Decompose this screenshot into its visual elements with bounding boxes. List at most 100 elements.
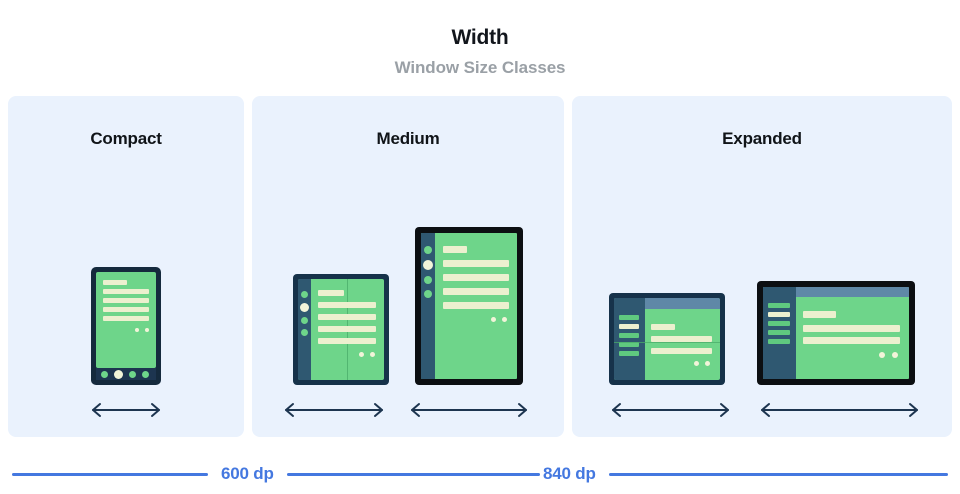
content-bar [803, 311, 836, 318]
rail-dot [301, 291, 308, 298]
rail-bar [619, 342, 639, 347]
double-arrow-icon [285, 403, 527, 417]
double-arrow-icon [92, 403, 160, 417]
content-bar [651, 336, 712, 342]
content-bar [443, 302, 509, 309]
device-tablet-portrait [415, 227, 523, 385]
content-bar [443, 246, 467, 253]
nav-dot [129, 371, 136, 378]
panel-expanded: Expanded [572, 96, 952, 437]
rail-bar [619, 315, 639, 320]
content-dot [694, 361, 699, 366]
rail-bar [768, 321, 790, 326]
content-bar [103, 307, 149, 312]
content-bar [651, 348, 712, 354]
device-screen [298, 279, 384, 380]
device-foldable-portrait [293, 274, 389, 385]
nav-dot [142, 371, 149, 378]
device-top-bar [763, 287, 909, 297]
rail-dot [423, 260, 433, 270]
measure-rule-right [286, 472, 540, 476]
measure-rule-right [608, 472, 948, 476]
measure-rule-left [12, 472, 208, 476]
nav-dot [114, 370, 123, 379]
content-bar [651, 324, 675, 330]
content-dot [879, 352, 885, 358]
rail-bar [619, 324, 639, 329]
content-dot [892, 352, 898, 358]
content-bar [103, 289, 149, 294]
panel-compact: Compact [8, 96, 244, 437]
panel-label-medium: Medium [376, 129, 440, 148]
panel-stage-expanded [572, 156, 952, 437]
width-arrow-medium [252, 401, 564, 419]
device-top-bar [614, 298, 720, 309]
rail-dot [424, 290, 432, 298]
device-nav-rail [614, 298, 645, 380]
device-screen [614, 298, 720, 380]
panel-stage-compact [8, 156, 244, 437]
rail-dot [424, 276, 432, 284]
page-title: Width [451, 26, 509, 49]
content-bar [803, 325, 900, 332]
content-bar [443, 260, 509, 267]
content-bar [803, 337, 900, 344]
panel-stage-medium [252, 156, 564, 437]
rail-bar [768, 303, 790, 308]
measure-840dp: 840 dp [470, 464, 948, 484]
content-bar [103, 280, 127, 285]
header: Width Window Size Classes [0, 0, 960, 79]
content-dot [705, 361, 710, 366]
measure-rule-left [470, 472, 530, 476]
width-arrow-compact [8, 401, 244, 419]
content-bar [318, 302, 376, 308]
size-class-panels: Compact [8, 96, 952, 437]
device-phone-portrait [91, 267, 161, 385]
content-bar [318, 290, 344, 296]
rail-bar [619, 333, 639, 338]
content-dot [502, 317, 507, 322]
rail-bar [768, 339, 790, 344]
content-bar [318, 338, 376, 344]
rail-dot [301, 317, 308, 324]
device-tablet-landscape [757, 281, 915, 385]
measure-600dp: 600 dp [12, 464, 540, 484]
double-arrow-icon [612, 403, 918, 417]
panel-medium: Medium [252, 96, 564, 437]
page-subtitle: Window Size Classes [394, 58, 566, 77]
content-dot [370, 352, 375, 357]
device-screen [763, 287, 909, 379]
device-nav-bar [96, 368, 156, 380]
rail-dot [301, 329, 308, 336]
device-nav-rail [421, 233, 435, 379]
content-dot [491, 317, 496, 322]
width-arrow-expanded [572, 401, 952, 419]
device-screen [421, 233, 517, 379]
rail-dot [424, 246, 432, 254]
rail-bar [768, 312, 790, 317]
measure-label-840: 840 dp [543, 464, 596, 483]
rail-bar [619, 351, 639, 356]
content-dot [135, 328, 139, 332]
device-foldable-landscape [609, 293, 725, 385]
content-bar [318, 314, 376, 320]
content-bar [103, 316, 149, 321]
content-bar [103, 298, 149, 303]
panel-label-compact: Compact [90, 129, 162, 148]
panel-label-expanded: Expanded [722, 129, 802, 148]
content-dot [145, 328, 149, 332]
content-bar [318, 326, 376, 332]
measure-label-600: 600 dp [221, 464, 274, 483]
nav-dot [101, 371, 108, 378]
rail-bar [768, 330, 790, 335]
content-dot [359, 352, 364, 357]
fold-crease [614, 342, 720, 343]
device-screen [96, 272, 156, 368]
device-row-compact [8, 267, 244, 385]
rail-dot [300, 303, 309, 312]
device-row-expanded [572, 281, 952, 385]
device-row-medium [252, 227, 564, 385]
breakpoint-measures: 600 dp 840 dp [0, 437, 960, 494]
content-bar [443, 274, 509, 281]
